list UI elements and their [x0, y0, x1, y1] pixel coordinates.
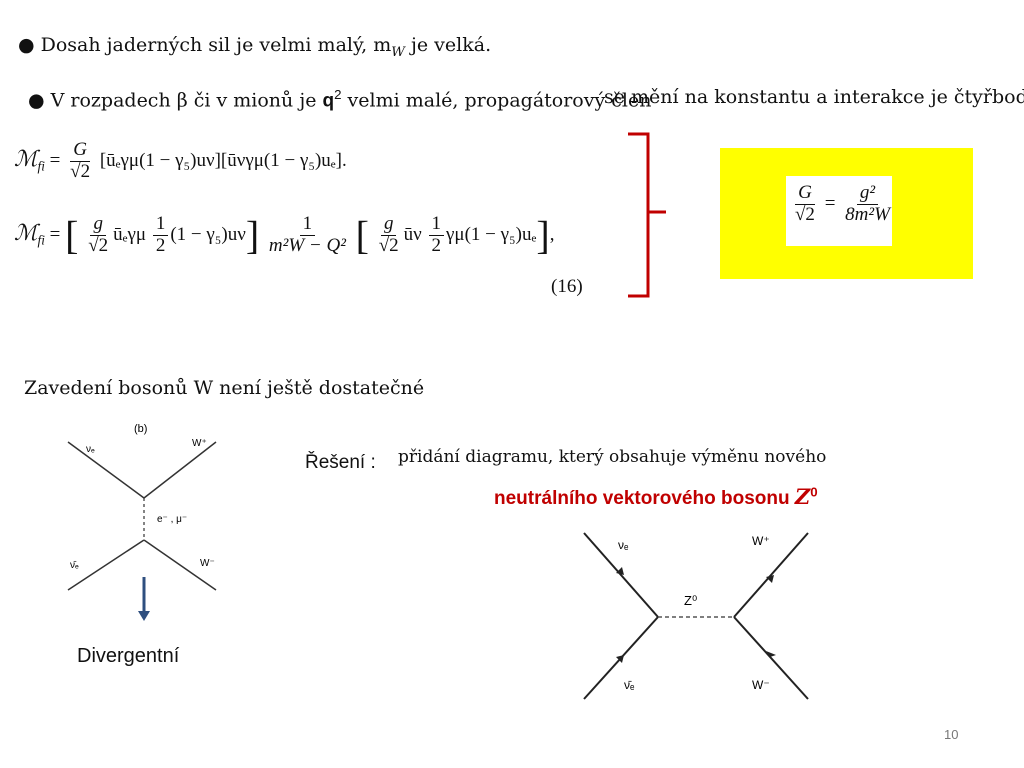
left-anti-nu-e: ν̄ₑ — [70, 560, 79, 571]
eq1-lhs: ℳ — [14, 145, 38, 171]
left-nu-e: νₑ — [86, 444, 95, 455]
bullet-1: ● Dosah jaderných sil je velmi malý, mW … — [18, 34, 491, 60]
highlight-text: neutrálního vektorového bosonu Z0 — [494, 484, 818, 510]
bullet-2-q: q — [322, 90, 335, 112]
boxed-rhs-num: g² — [856, 182, 879, 205]
right-nu-e: νₑ — [618, 538, 629, 552]
eq2-half-num-b: 1 — [428, 213, 445, 236]
bullet-2-cont: se mění na konstantu a interakce je čtyř… — [604, 86, 1024, 108]
eq2-lhs: ℳ — [14, 219, 38, 245]
feynman-diagram-right: νₑ W⁺ Z⁰ ν̄ₑ W⁻ — [583, 532, 809, 700]
bullet-2-part1: ● V rozpadech β či v mionů je — [28, 89, 323, 112]
bullet-1-tail: je velká. — [404, 34, 492, 56]
solution-text: přidání diagramu, který obsahuje výměnu … — [398, 447, 827, 467]
eq2-body-b2: γμ(1 − γ₅)uₑ — [446, 223, 537, 245]
bullet-2-sup: 2 — [334, 87, 342, 102]
equation-2: ℳfi = [ g √2 ūₑγμ 1 2 (1 − γ₅)uν] 1 m²W … — [14, 212, 555, 258]
eq2-g-den-b: √2 — [378, 234, 399, 256]
right-z0: Z⁰ — [684, 593, 697, 608]
eq2-lhs-sub: fi — [37, 232, 45, 248]
right-w-plus: W⁺ — [752, 534, 770, 548]
page-number: 10 — [944, 727, 959, 742]
left-top-label: (b) — [134, 423, 147, 435]
boxed-equation: G √2 = g² 8m²W — [790, 182, 895, 226]
eq2-body-a2: (1 − γ₅)uν — [170, 223, 246, 245]
boxed-equation-bg — [786, 176, 892, 246]
equation-number: (16) — [551, 276, 583, 297]
divergent-label: Divergentní — [77, 645, 180, 667]
left-w-plus: W⁺ — [192, 438, 207, 449]
boxed-rhs-frac: g² 8m²W — [842, 182, 893, 226]
eq1-lhs-sub: fi — [37, 158, 45, 174]
eq2-g-den-a: √2 — [88, 234, 109, 256]
equation-1: ℳfi = G √2 [ūₑγμ(1 − γ₅)uν][ūνγμ(1 − γ₅)… — [14, 139, 347, 183]
bullet-2-part2: velmi malé, propagátorový člen — [341, 89, 652, 112]
eq2-half-frac-b: 1 2 — [428, 213, 445, 257]
eq2-half-den-b: 2 — [431, 234, 442, 256]
eq1-fraction: G √2 — [67, 139, 93, 183]
left-w-minus: W⁻ — [200, 558, 215, 569]
eq2-g-num-a: g — [90, 213, 106, 236]
bullet-1-text: ● Dosah jaderných sil je velmi malý, m — [18, 34, 392, 56]
highlight-symbol: Z — [794, 484, 811, 509]
boxed-lhs-num: G — [795, 182, 815, 205]
boxed-lhs-frac: G √2 — [792, 182, 818, 226]
eq1-frac-num: G — [70, 139, 90, 162]
right-w-minus: W⁻ — [752, 678, 770, 692]
down-arrow-icon — [138, 577, 150, 621]
eq1-rest: [ūₑγμ(1 − γ₅)uν][ūνγμ(1 − γ₅)uₑ]. — [99, 149, 347, 171]
bullet-1-sub: W — [391, 44, 405, 60]
highlight-phrase: neutrálního vektorového bosonu — [494, 488, 795, 509]
eq1-frac-den: √2 — [70, 160, 91, 182]
eq2-half-frac: 1 2 — [152, 213, 169, 257]
boxed-equals: = — [824, 192, 836, 214]
feynman-diagram-left: (b) νₑ W⁺ e⁻ , μ⁻ ν̄ₑ W⁻ — [67, 423, 217, 591]
left-exchange: e⁻ , μ⁻ — [157, 514, 187, 525]
boxed-lhs-den: √2 — [795, 203, 815, 225]
solution-label: Řešení : — [305, 452, 376, 473]
eq2-propagator: 1 m²W − Q² — [266, 213, 349, 257]
eq2-g-frac-a: g √2 — [85, 213, 111, 257]
highlight-sup: 0 — [810, 484, 818, 500]
bullet-2: ● V rozpadech β či v mionů je q2 velmi m… — [28, 87, 651, 112]
section-heading: Zavedení bosonů W není ještě dostatečné — [24, 377, 425, 399]
eq2-g-frac-b: g √2 — [376, 213, 402, 257]
eq2-half-den: 2 — [155, 234, 166, 256]
eq2-prop-den: m²W − Q² — [268, 234, 346, 256]
eq2-prop-num: 1 — [299, 213, 316, 236]
right-anti-nu-e: ν̄ₑ — [624, 678, 635, 692]
eq2-body-b: ūν — [403, 223, 422, 245]
boxed-rhs-den: 8m²W — [845, 203, 890, 225]
eq2-body-a: ūₑγμ — [113, 223, 147, 245]
bullet-2-part3: se mění na konstantu a interakce je čtyř… — [604, 86, 1024, 108]
red-brace — [628, 132, 666, 298]
eq2-g-num-b: g — [380, 213, 397, 236]
eq2-half-num: 1 — [152, 213, 169, 236]
